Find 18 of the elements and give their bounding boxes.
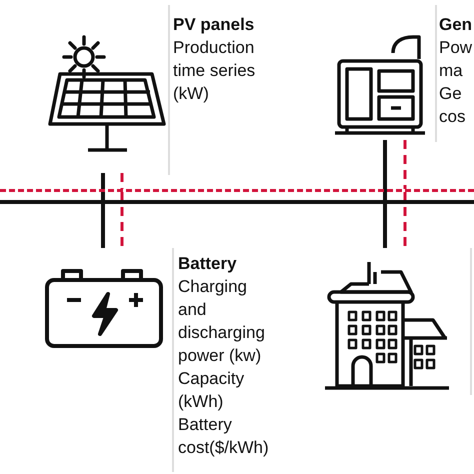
- connector-line: [383, 140, 387, 200]
- building-node: [322, 248, 472, 393]
- dashed-connector: [404, 192, 406, 248]
- component-description: Capacity (kWh): [178, 368, 246, 413]
- component-description: Battery cost($/kWh): [178, 414, 270, 459]
- connector-line: [383, 204, 387, 248]
- communication-line: [0, 189, 474, 192]
- component-title: PV panels: [173, 14, 256, 36]
- dashed-connector: [120, 173, 124, 189]
- dashed-connector: [404, 140, 406, 189]
- component-description: Production time series (kW): [173, 37, 256, 105]
- dashed-connector: [120, 192, 124, 248]
- connector-line: [101, 204, 105, 248]
- component-title: Gen: [439, 14, 472, 36]
- component-description: Pow ma Ge cos: [439, 37, 472, 128]
- component-title: Battery: [178, 253, 238, 275]
- connector-line: [101, 173, 105, 200]
- component-description: Charging and discharging power (kw): [178, 276, 266, 367]
